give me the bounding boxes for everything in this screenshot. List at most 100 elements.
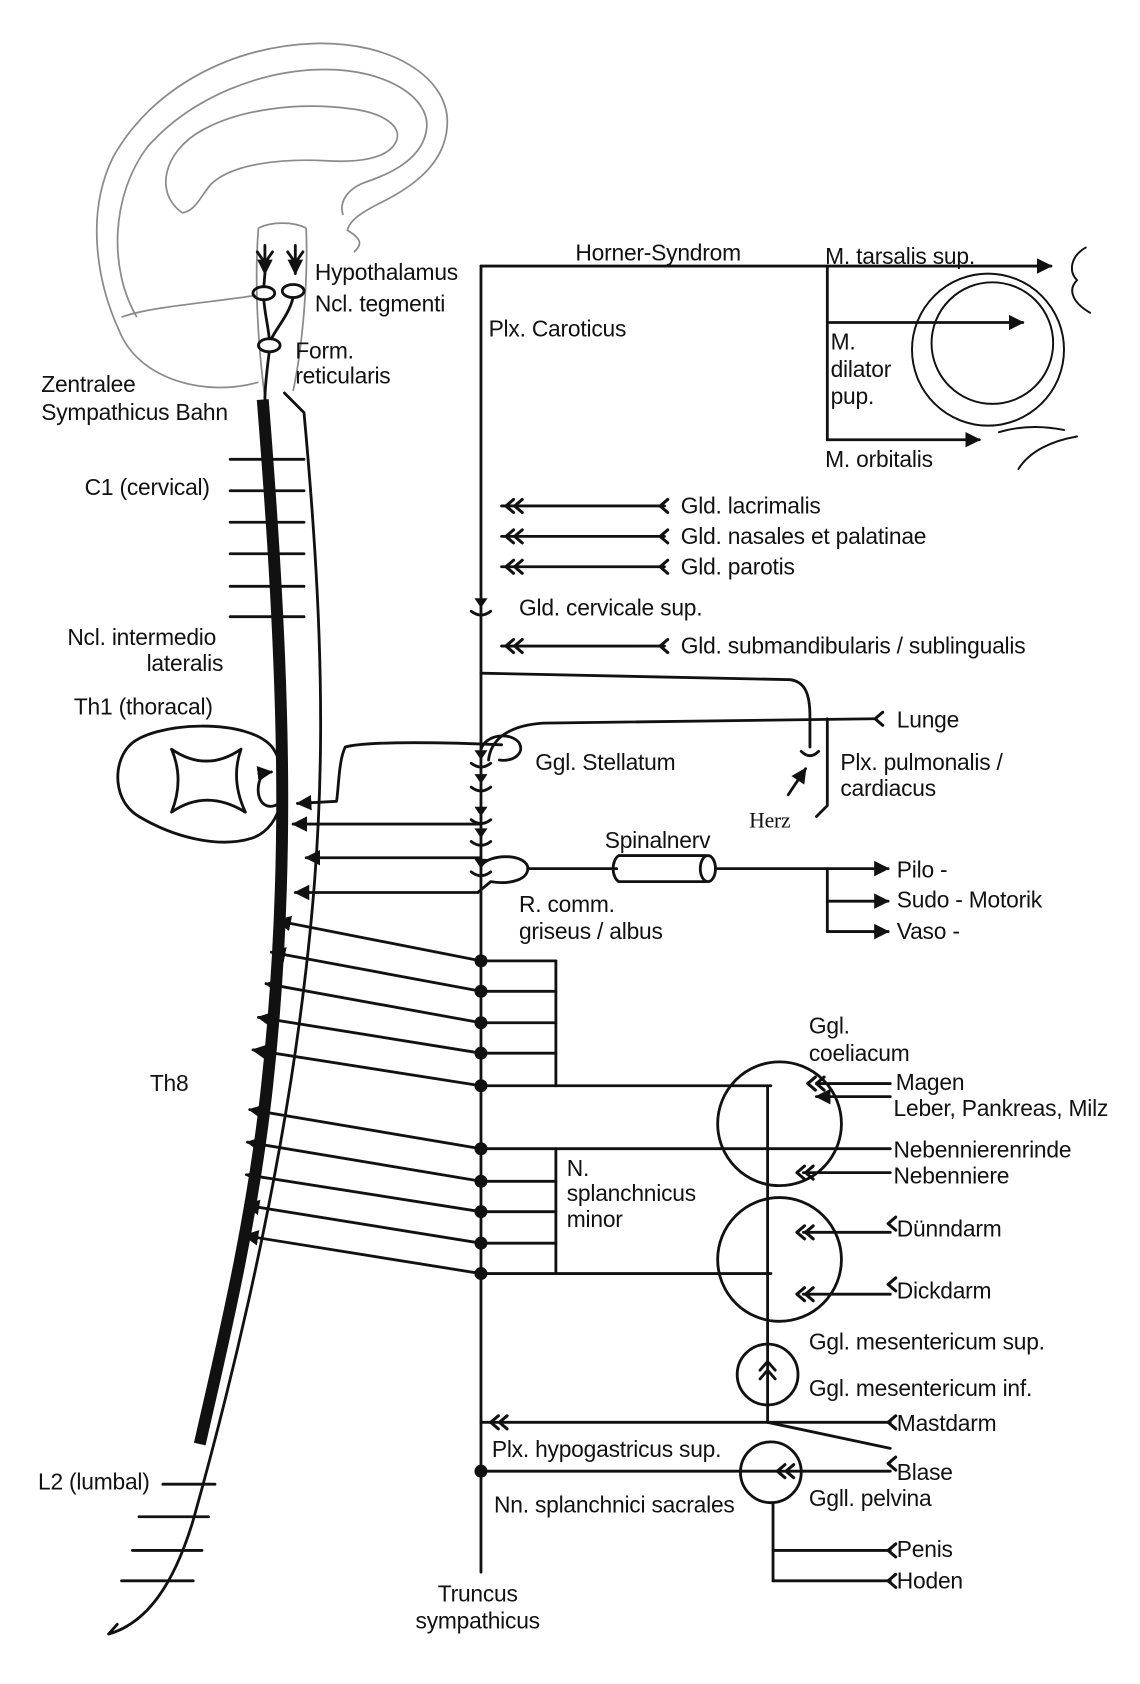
trunk-ganglion-dot	[474, 1142, 488, 1156]
truncus-and-head-fibers	[479, 246, 1092, 1574]
label-ncl-intermedio: Ncl. intermedio	[67, 624, 216, 650]
mastdarm-target-chevron	[886, 1414, 898, 1431]
label-plx-pulmonalis: Plx. pulmonalis /	[840, 749, 1003, 775]
synapse-chevron	[504, 558, 524, 575]
label-splanchnicus: splanchnicus	[567, 1180, 696, 1206]
label-m: M.	[831, 329, 856, 355]
label-ggl-mesentericum-inf: Ggl. mesentericum inf.	[809, 1375, 1032, 1401]
pelvic-fibers	[479, 1420, 892, 1583]
th1-cross-section	[116, 724, 286, 844]
label-ncl-tegmenti: Ncl. tegmenti	[315, 291, 445, 317]
spinal-cord-outline	[107, 391, 323, 1636]
stellatum-to-cord-fiber	[295, 741, 504, 811]
herz-arrow	[786, 767, 808, 797]
label-c1: C1 (cervical)	[85, 474, 210, 500]
duenndarm-synapse-chevron	[795, 1224, 815, 1241]
brain-outline	[95, 42, 449, 398]
trunk-ganglion-cup	[469, 870, 493, 878]
cardiac-synapse-cup	[799, 749, 821, 758]
trunk-ganglion-cup	[469, 761, 493, 769]
trunk-ganglion-arrow	[474, 806, 488, 817]
target-chevron	[658, 558, 670, 575]
trunk-ganglion-arrow	[474, 750, 488, 761]
label-lateralis: lateralis	[147, 650, 224, 676]
eyeball	[911, 272, 1065, 427]
label-cardiacus: cardiacus	[840, 775, 936, 801]
label-leber-pankreas-milz: Leber, Pankreas, Milz	[894, 1095, 1109, 1121]
cortex-inner-contour	[116, 68, 428, 318]
label-blase: Blase	[897, 1459, 953, 1485]
ganglion-stellatum-loop	[479, 734, 522, 762]
label-th8: Th8	[150, 1070, 189, 1096]
label-n: N.	[567, 1155, 589, 1181]
mesentericum-inf-chevrons	[758, 1360, 777, 1381]
label-penis: Penis	[897, 1536, 953, 1562]
label-m-tarsalis: M. tarsalis sup.	[825, 243, 975, 269]
label-zentralee: Zentralee	[41, 371, 135, 397]
preganglionic-fiber	[275, 915, 483, 963]
label-plx-hypogastricus: Plx. hypogastricus sup.	[492, 1436, 721, 1462]
preganglionic-fiber	[256, 1011, 483, 1055]
brainstem-left	[255, 227, 266, 398]
plexus-bracket	[815, 717, 829, 818]
iris-outline	[930, 281, 1055, 405]
label-hoden: Hoden	[897, 1567, 963, 1593]
temporal-lobe-contour	[121, 294, 257, 318]
label-form: Form.	[295, 337, 353, 363]
label-sympathicus: sympathicus	[416, 1608, 540, 1634]
trunk-ganglion-arrow	[474, 598, 488, 609]
label-horner-syndrom: Horner-Syndrom	[575, 240, 740, 266]
cortex-outer-contour	[95, 42, 449, 389]
ncl-tegmenti-nucleus	[280, 283, 306, 299]
thoracic-fibers	[295, 671, 876, 818]
trunk-ganglion-dot	[474, 1464, 488, 1478]
label-duenndarm: Dünndarm	[897, 1216, 1002, 1242]
mastdarm-synapse-chevron	[489, 1414, 509, 1431]
label-nebenniere: Nebenniere	[894, 1162, 1010, 1188]
penis-target-chevron	[886, 1542, 898, 1559]
cardiopulmonary-fiber	[479, 671, 812, 749]
label-l2: L2 (lumbal)	[38, 1469, 150, 1495]
reflex-arrow	[256, 766, 286, 808]
label-coeliacum: coeliacum	[809, 1040, 910, 1066]
trunk-ganglion-cup	[469, 609, 493, 617]
nebenniere-synapse-chevron	[795, 1164, 815, 1181]
label-ggl-stellatum: Ggl. Stellatum	[535, 749, 675, 775]
trunk-ganglion-cup	[469, 840, 493, 847]
label-ggl: Ggl.	[809, 1013, 850, 1039]
label-minor: minor	[567, 1206, 624, 1232]
label-dickdarm: Dickdarm	[897, 1278, 992, 1304]
trunk-ganglion-arrow	[474, 774, 488, 784]
spinal-nerve-group	[291, 816, 890, 940]
labels: Hypothalamus Ncl. tegmenti Form. reticul…	[38, 240, 1108, 1634]
preganglionic-fiber	[246, 1136, 483, 1183]
repeated-structures	[120, 243, 898, 1589]
ramus-communicans-loop	[476, 855, 530, 894]
label-gld-nasales: Gld. nasales et palatinae	[681, 523, 927, 549]
label-pup: pup.	[831, 383, 875, 409]
label-plx-caroticus: Plx. Caroticus	[489, 316, 627, 342]
label-gld-parotis: Gld. parotis	[681, 553, 795, 579]
dickdarm-target-chevron	[886, 1276, 898, 1293]
preganglionic-fiber	[242, 1230, 483, 1275]
synapse-chevron	[504, 637, 524, 655]
label-nn-splanchnici-sacrales: Nn. splanchnici sacrales	[494, 1491, 735, 1517]
brainstem-right	[292, 227, 308, 392]
label-gld-lacrimalis: Gld. lacrimalis	[681, 493, 821, 519]
label-ggl-mesentericum-sup: Ggl. mesentericum sup.	[809, 1329, 1045, 1355]
label-lunge: Lunge	[897, 706, 959, 732]
descending-central-fibers	[262, 272, 295, 401]
preganglionic-fiber	[251, 1044, 483, 1088]
label-reticularis: reticularis	[295, 362, 390, 388]
label-nebennierenrinde: Nebennierenrinde	[894, 1136, 1072, 1162]
orbit-lower	[997, 425, 1079, 471]
formatio-reticularis-nucleus	[256, 337, 282, 354]
trunk-ganglion-cup	[469, 785, 493, 793]
label-sudo-motorik: Sudo - Motorik	[897, 887, 1043, 913]
label-truncus: Truncus	[438, 1580, 518, 1606]
label-sympathicus-bahn: Sympathicus Bahn	[41, 399, 228, 425]
spinal-cord-central-pathway	[193, 399, 289, 1446]
target-chevron	[658, 528, 670, 545]
diencephalon-top	[258, 222, 307, 229]
